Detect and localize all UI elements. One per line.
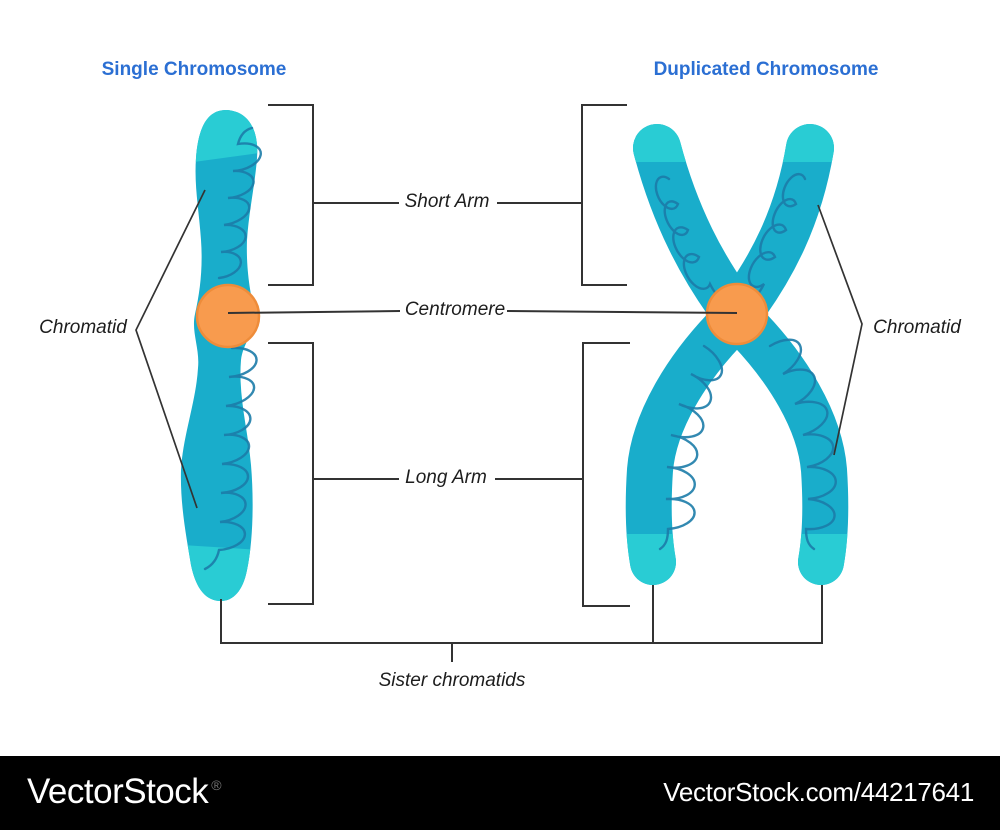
single-chromosome-title: Single Chromosome — [101, 59, 287, 80]
duplicated-chromosome-tips — [595, 98, 857, 606]
short-arm-bracket-right — [581, 104, 627, 286]
chromatid-pointer-right — [817, 204, 863, 456]
long-arm-bracket-right — [582, 342, 630, 607]
registered-trademark-icon: ® — [211, 777, 222, 794]
watermark-brand-text: VectorStock — [27, 772, 209, 812]
short-arm-label: Short Arm — [404, 191, 490, 212]
duplicated-chromosome-shape — [595, 98, 857, 606]
centromere-duplicated — [705, 282, 769, 346]
long-arm-bracket-left — [268, 342, 314, 605]
duplicated-chromosome-coil — [654, 172, 837, 551]
short-arm-bracket-left — [268, 104, 314, 286]
watermark-url: VectorStock.com/44217641 — [663, 776, 974, 807]
sister-chromatids-label: Sister chromatids — [378, 670, 526, 691]
chromatid-label-right: Chromatid — [873, 317, 961, 338]
chromatid-pointer-left — [135, 189, 206, 509]
annotation-lines — [220, 104, 823, 662]
watermark-bar: VectorStock® VectorStock.com/44217641 — [0, 756, 1000, 830]
centromere-single — [195, 283, 261, 349]
chromatid-label-left: Chromatid — [39, 317, 127, 338]
centromere-label: Centromere — [404, 299, 506, 320]
watermark-brand: VectorStock® — [27, 772, 222, 812]
single-chromosome-coil — [203, 126, 262, 571]
sister-chromatids-bracket — [220, 585, 823, 644]
single-chromosome-shape — [180, 110, 262, 601]
duplicated-chromosome-title: Duplicated Chromosome — [653, 59, 879, 80]
chromatid-pointers — [135, 189, 863, 509]
long-arm-label: Long Arm — [405, 467, 487, 488]
